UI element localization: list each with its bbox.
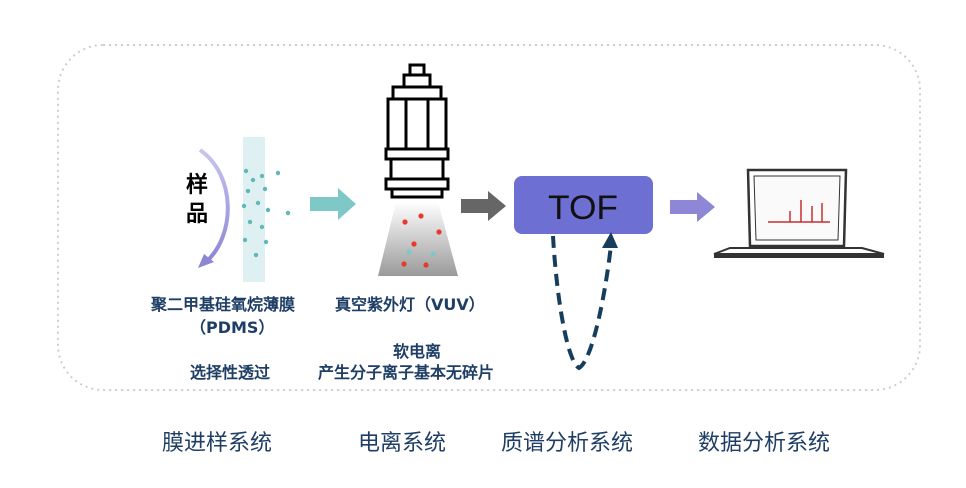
laptop-icon (713, 168, 885, 258)
sample-label-char-1: 样 (186, 173, 209, 198)
spectrum-peaks (768, 200, 830, 223)
membrane-name-label: 聚二甲基硅氧烷薄膜 (151, 295, 296, 314)
gray-arrow (461, 191, 506, 221)
sample-label-char-2: 品 (186, 202, 209, 227)
sample-flow-arrow (198, 148, 230, 268)
membrane-particles (241, 168, 291, 258)
soft-ionization-label: 软电离 (393, 342, 442, 361)
system-label-ionization: 电离系统 (358, 431, 447, 456)
system-label-data-analysis: 数据分析系统 (698, 431, 831, 456)
ion-particles (401, 213, 442, 268)
membrane-abbr-label: （PDMS） (190, 318, 275, 337)
uv-beam (378, 202, 458, 276)
membrane-note-label: 选择性透过 (190, 363, 271, 382)
purple-arrow (670, 192, 715, 222)
ion-note-label: 产生分子离子基本无碎片 (318, 363, 495, 382)
reflectron-path (551, 232, 618, 371)
system-frame (57, 44, 921, 391)
tof-label: TOF (548, 189, 618, 227)
system-label-mass-analysis: 质谱分析系统 (501, 431, 634, 456)
pdms-membrane (243, 137, 265, 282)
tof-analyzer (514, 176, 653, 234)
vuv-lamp-label: 真空紫外灯（VUV） (335, 295, 485, 314)
vuv-lamp-icon (384, 63, 450, 199)
teal-arrow (310, 188, 356, 220)
system-label-membrane-inlet: 膜进样系统 (162, 431, 273, 456)
